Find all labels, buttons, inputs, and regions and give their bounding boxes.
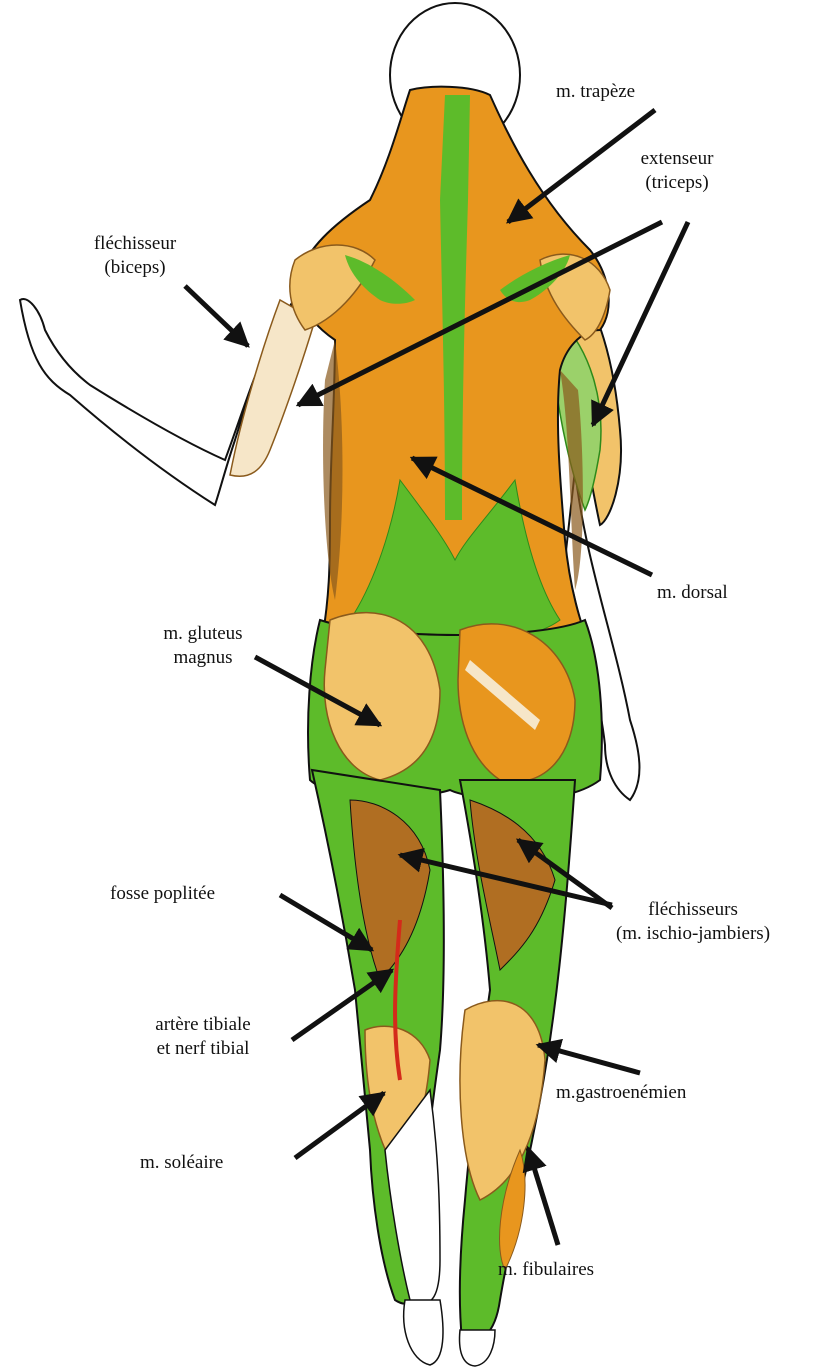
label-triceps: extenseur (triceps) (612, 147, 742, 195)
arrow-fibul (528, 1148, 558, 1245)
label-flechisseurs: fléchisseurs (m. ischio-jambiers) (573, 898, 813, 946)
label-flechisseurs-line2: (m. ischio-jambiers) (573, 922, 813, 946)
label-fibulaires: m. fibulaires (498, 1258, 594, 1282)
label-artere-line1: artère tibiale (118, 1013, 288, 1037)
right-foot (460, 1330, 495, 1366)
arrow-triceps-b (593, 222, 688, 425)
arrow-biceps (185, 286, 248, 346)
label-biceps: fléchisseur (biceps) (60, 232, 210, 280)
label-gluteus-line1: m. gluteus (128, 622, 278, 646)
arrow-gastro (538, 1045, 640, 1073)
label-gluteus: m. gluteus magnus (128, 622, 278, 670)
label-artere-line2: et nerf tibial (118, 1037, 288, 1061)
label-trapeze: m. trapèze (556, 80, 635, 104)
label-triceps-line1: extenseur (612, 147, 742, 171)
label-triceps-line2: (triceps) (612, 171, 742, 195)
label-dorsal: m. dorsal (657, 581, 728, 605)
label-fosse-poplitee: fosse poplitée (110, 882, 215, 906)
label-gastrocnemien: m.gastroenémien (556, 1081, 686, 1105)
label-soleaire: m. soléaire (140, 1151, 223, 1175)
label-biceps-line2: (biceps) (60, 256, 210, 280)
label-artere-tibiale: artère tibiale et nerf tibial (118, 1013, 288, 1061)
label-flechisseurs-line1: fléchisseurs (573, 898, 813, 922)
label-biceps-line1: fléchisseur (60, 232, 210, 256)
label-gluteus-line2: magnus (128, 646, 278, 670)
left-foot (404, 1300, 443, 1365)
